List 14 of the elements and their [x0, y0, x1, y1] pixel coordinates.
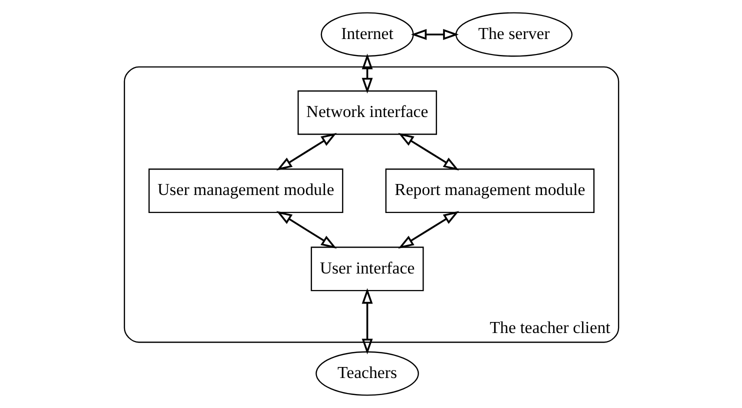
node-ellipse: Internet — [320, 12, 414, 57]
node-ellipse: Teachers — [315, 351, 418, 396]
arrow — [398, 132, 459, 170]
node-box: User management module — [148, 168, 343, 214]
arrow — [276, 211, 336, 249]
arrow — [410, 29, 458, 40]
arrow — [361, 54, 372, 94]
node-box: Network interface — [297, 90, 437, 135]
arrow — [361, 288, 372, 354]
node-box: Report management module — [384, 168, 594, 214]
node-ellipse: The server — [454, 12, 572, 57]
arrow — [398, 211, 459, 249]
arrow — [276, 132, 336, 170]
node-box: User interface — [310, 246, 424, 292]
